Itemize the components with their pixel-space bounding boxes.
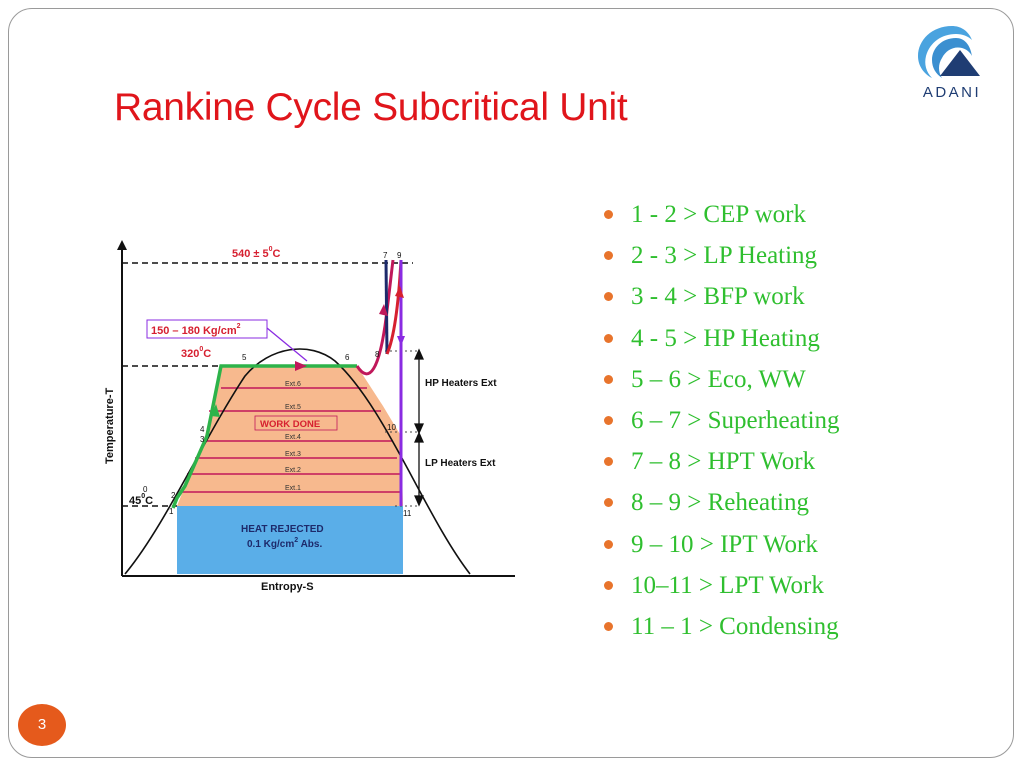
list-item: 3 - 4 > BFP work [604,279,840,320]
hpt-line [384,259,389,355]
list-item: 1 - 2 > CEP work [604,197,840,238]
bullet-dot [604,580,613,590]
list-item: 7 – 8 > HPT Work [604,444,840,485]
rankine-ts-diagram: Ext.6 Ext.5 Ext.4 Ext.3 Ext.2 Ext.1 WORK… [95,236,525,601]
ext-label-3: Ext.3 [285,451,301,458]
pressure-label: 150 – 180 Kg/cm2 [151,323,241,337]
bullet-dot [604,457,613,467]
list-item: 9 – 10 > IPT Work [604,527,840,568]
point-7: 7 [383,251,388,260]
work-done-area [177,366,403,506]
bullet-dot [604,539,613,549]
ts-diagram-svg: Ext.6 Ext.5 Ext.4 Ext.3 Ext.2 Ext.1 WORK… [104,240,515,593]
adani-logo: ADANI [906,20,998,106]
list-item: 11 – 1 > Condensing [604,609,840,650]
heat-rejected-label: HEAT REJECTED [241,524,324,535]
point-5: 5 [242,353,247,362]
point-10: 10 [387,423,396,432]
saturation-dome [124,348,471,575]
ext-label-2: Ext.2 [285,467,301,474]
boiler-temp-label: 3200C [181,346,211,360]
bullet-dot [604,292,613,302]
point-1: 1 [169,507,174,516]
point-4: 4 [200,425,205,434]
cond-temp-label: 450C [129,493,153,507]
adani-logo-icon [918,26,980,78]
logo-text: ADANI [922,84,982,101]
bullet-dot [604,210,613,219]
list-item: 8 – 9 > Reheating [604,485,840,526]
ext-label-6: Ext.6 [285,381,301,388]
list-item: 10–11 > LPT Work [604,568,840,609]
point-11: 11 [403,509,412,518]
hp-heaters-label: HP Heaters Ext [425,378,497,389]
ext-label-5: Ext.5 [285,404,301,411]
bullet-dot [604,333,613,343]
point-2: 2 [171,491,176,500]
point-3: 3 [200,435,205,444]
bullet-dot [604,498,613,508]
list-item: 2 - 3 > LP Heating [604,238,840,279]
process-line-1-6 [171,364,357,509]
point-0: 0 [143,485,148,494]
list-item: 6 – 7 > Superheating [604,403,840,444]
heat-rejected-pressure: 0.1 Kg/cm2 Abs. [247,537,322,550]
heat-rejected-area [177,506,403,574]
ext-label-4: Ext.4 [285,434,301,441]
slide-title: Rankine Cycle Subcritical Unit [114,86,628,129]
process-list: 1 - 2 > CEP work 2 - 3 > LP Heating 3 - … [604,197,840,650]
page-number-badge: 3 [18,704,66,746]
bullet-dot [604,251,613,261]
list-item: 5 – 6 > Eco, WW [604,362,840,403]
lp-heaters-label: LP Heaters Ext [425,458,496,469]
work-done-label: WORK DONE [260,419,320,430]
bullet-dot [604,374,613,384]
ext-label-1: Ext.1 [285,485,301,492]
point-9: 9 [397,251,402,260]
bullet-dot [604,621,613,631]
y-axis-label: Temperature-T [104,388,116,464]
bullet-dot [604,415,613,425]
slide-frame [8,8,1014,758]
top-temp-label: 540 ± 50C [232,246,281,260]
point-8: 8 [375,350,380,359]
superheat-line [355,259,395,376]
point-6: 6 [345,353,350,362]
list-item: 4 - 5 > HP Heating [604,321,840,362]
x-axis-label: Entropy-S [261,581,314,593]
